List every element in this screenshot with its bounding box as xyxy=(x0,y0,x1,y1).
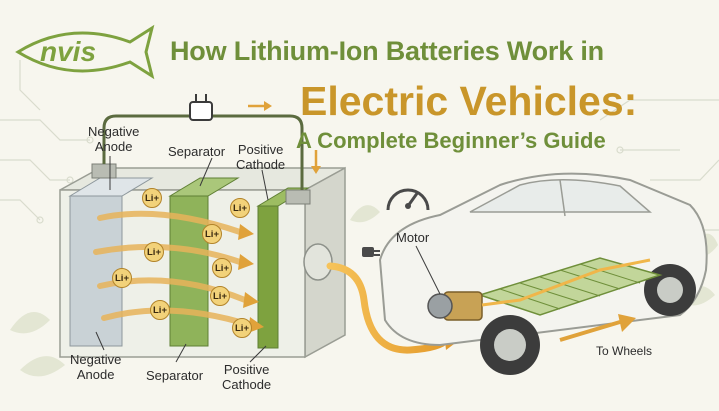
small-plug-icon xyxy=(362,247,380,257)
label-separator-bottom: Separator xyxy=(146,368,204,383)
lithium-ion: Li+ xyxy=(150,300,170,320)
motor-icon xyxy=(427,291,483,321)
label-to-wheels: To Wheels xyxy=(596,344,653,358)
gauge-icon xyxy=(386,188,430,211)
lithium-ion: Li+ xyxy=(210,286,230,306)
power-cable xyxy=(326,262,450,354)
label-motor: Motor xyxy=(396,230,430,245)
lithium-ion: Li+ xyxy=(212,258,232,278)
car-cutaway xyxy=(378,172,708,375)
logo xyxy=(15,24,155,80)
title-line-2: Electric Vehicles: xyxy=(300,78,638,124)
circuit-pattern xyxy=(0,60,719,231)
logo-text: nvis xyxy=(40,36,97,67)
lithium-ion: Li+ xyxy=(112,268,132,288)
title-line-1: How Lithium-Ion Batteries Work in xyxy=(170,36,604,66)
lithium-ion: Li+ xyxy=(202,224,222,244)
lithium-ion: Li+ xyxy=(230,198,250,218)
label-separator-top: Separator xyxy=(168,144,226,159)
label-pointers xyxy=(95,156,269,363)
lithium-ion: Li+ xyxy=(144,242,164,262)
title-line-3: A Complete Beginner’s Guide xyxy=(296,128,606,153)
battery-cell xyxy=(59,94,346,359)
lithium-ion: Li+ xyxy=(142,188,162,208)
plug-icon xyxy=(189,94,213,121)
lithium-ion: Li+ xyxy=(232,318,252,338)
